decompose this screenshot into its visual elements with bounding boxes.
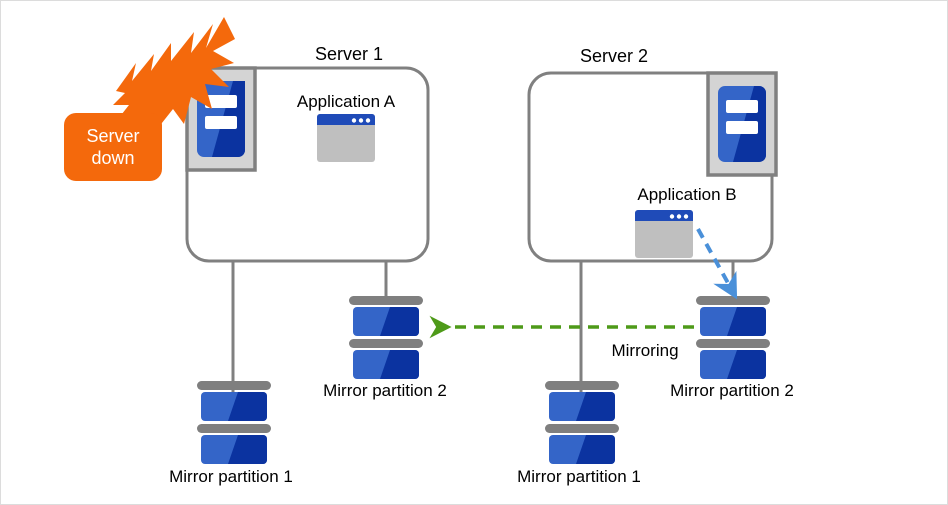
server-1-server-icon [185, 66, 257, 172]
server-2-mirror-partition-2-disk-icon [696, 296, 770, 379]
server-2-mirror-partition-2-label: Mirror partition 2 [670, 381, 794, 400]
server-down-badge: Server down [64, 113, 162, 181]
server-2-mirror-partition-1-disk-icon [545, 381, 619, 464]
server-1-mirror-partition-2-disk-icon [349, 296, 423, 379]
server-2-title: Server 2 [579, 46, 649, 66]
server-1-mirror-partition-1-label: Mirror partition 1 [169, 467, 293, 486]
lightning-burst-icon [113, 17, 235, 133]
server-1-title: Server 1 [314, 44, 384, 64]
server-down-badge-line1: Server [86, 125, 140, 146]
application-a-label: Application A [296, 92, 396, 111]
server-down-badge-line2: down [91, 148, 135, 168]
mirroring-label: Mirroring [611, 341, 679, 360]
server-2-server-icon [706, 71, 778, 177]
application-a-window-icon [317, 114, 375, 162]
application-b-window-icon [635, 210, 693, 258]
server-1-mirror-partition-2-label: Mirror partition 2 [323, 381, 447, 400]
application-b-label: Application B [637, 185, 737, 204]
server-2-mirror-partition-1-label: Mirror partition 1 [517, 467, 641, 486]
server-1-mirror-partition-1-disk-icon [197, 381, 271, 464]
application-b-to-disk-arrow [696, 228, 738, 300]
